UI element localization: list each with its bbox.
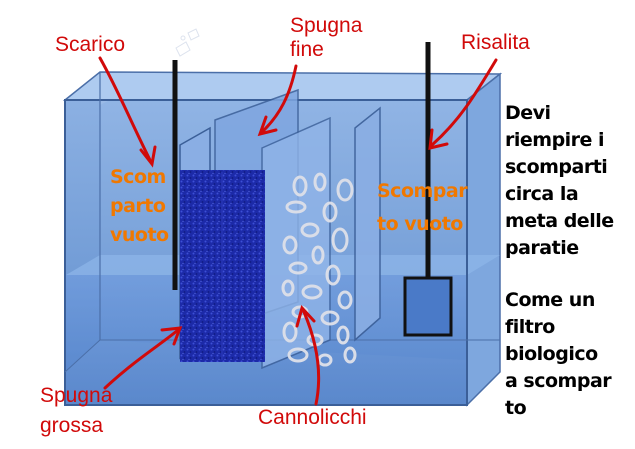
ceramic-ring	[282, 321, 298, 343]
label-risalita: Risalita	[461, 31, 530, 54]
label-right-compartment-line-1: Scompar	[377, 180, 468, 202]
label-spugna-fine-line-1: Spugna	[290, 14, 363, 37]
note-biofilter-line: filtro	[505, 316, 555, 338]
tank-bottom-left-edge	[64, 339, 101, 373]
arrow-spugna-fine-head	[257, 115, 278, 137]
ceramic-ring	[292, 175, 308, 197]
arrow-scarico-head	[139, 145, 157, 168]
ceramic-ring	[313, 172, 327, 192]
note-biofilter-line: to	[505, 397, 527, 419]
ceramic-ring	[331, 227, 349, 253]
arrow-risalita	[430, 58, 498, 147]
ceramic-ring	[343, 346, 357, 364]
note-fill-line: Devi	[505, 102, 551, 124]
note-biofilter-line: biologico	[505, 343, 598, 365]
note-biofilter-line: Come un	[505, 289, 595, 311]
arrow-spugna-grossa-head	[160, 326, 183, 346]
label-right-compartment: Scompar to vuoto	[377, 175, 468, 241]
note-fill-line: meta delle	[505, 210, 614, 232]
note-fill-line: riempire i	[505, 129, 605, 151]
arrow-cannolicchi-head	[295, 305, 316, 328]
label-spugna-grossa: Spugna grossa	[40, 381, 112, 441]
ceramic-ring	[337, 290, 353, 310]
tank-front-outline	[64, 99, 468, 406]
ceramic-rings	[281, 172, 357, 367]
ceramic-ring	[336, 325, 350, 345]
note-fill-line: paratie	[505, 237, 579, 259]
ceramic-ring	[287, 347, 309, 363]
ceramic-ring	[320, 310, 340, 326]
note-fill-line: scomparti	[505, 156, 608, 178]
return-pump	[403, 276, 453, 337]
instruction-note-biofilter: Come un filtro biologico a scompar to	[505, 287, 612, 422]
label-cannolicchi: Cannolicchi	[258, 406, 367, 429]
arrows	[98, 56, 498, 406]
label-spugna-fine: Spugna fine	[290, 14, 362, 62]
ceramic-ring	[336, 178, 354, 202]
arrow-cannolicchi	[302, 310, 321, 406]
ceramic-ring	[301, 284, 323, 300]
arrow-spugna-fine	[260, 64, 298, 134]
ceramic-ring	[322, 201, 338, 223]
label-spugna-grossa-line-1: Spugna	[40, 384, 113, 407]
ceramic-ring	[288, 261, 308, 275]
ceramic-ring	[317, 353, 333, 367]
label-spugna-grossa-line-2: grossa	[40, 414, 104, 437]
label-left-compartment-line-1: Scom	[110, 166, 166, 188]
label-left-compartment-line-3: vuoto	[110, 224, 169, 246]
note-fill-line: circa la	[505, 183, 579, 205]
ceramic-ring	[325, 264, 341, 286]
note-biofilter-line: a scompar	[505, 370, 612, 392]
ceramic-ring	[285, 200, 307, 214]
ceramic-ring	[300, 222, 320, 238]
arrow-risalita-head	[428, 128, 449, 150]
label-spugna-fine-line-2: fine	[290, 38, 324, 61]
drain-splash-icon	[175, 28, 200, 57]
arrow-scarico	[98, 56, 152, 162]
label-left-compartment: Scom parto vuoto	[110, 163, 169, 250]
label-left-compartment-line-2: parto	[110, 195, 166, 217]
partition-4	[354, 106, 381, 342]
ceramic-ring	[281, 279, 295, 297]
instruction-note-fill: Devi riempire i scomparti circa la meta …	[505, 100, 614, 262]
ceramic-ring	[282, 235, 298, 255]
arrow-spugna-grossa	[103, 328, 180, 390]
label-scarico: Scarico	[55, 33, 126, 56]
label-right-compartment-line-2: to vuoto	[377, 213, 463, 235]
tank-right-face	[466, 72, 501, 407]
ceramic-ring	[311, 245, 325, 265]
